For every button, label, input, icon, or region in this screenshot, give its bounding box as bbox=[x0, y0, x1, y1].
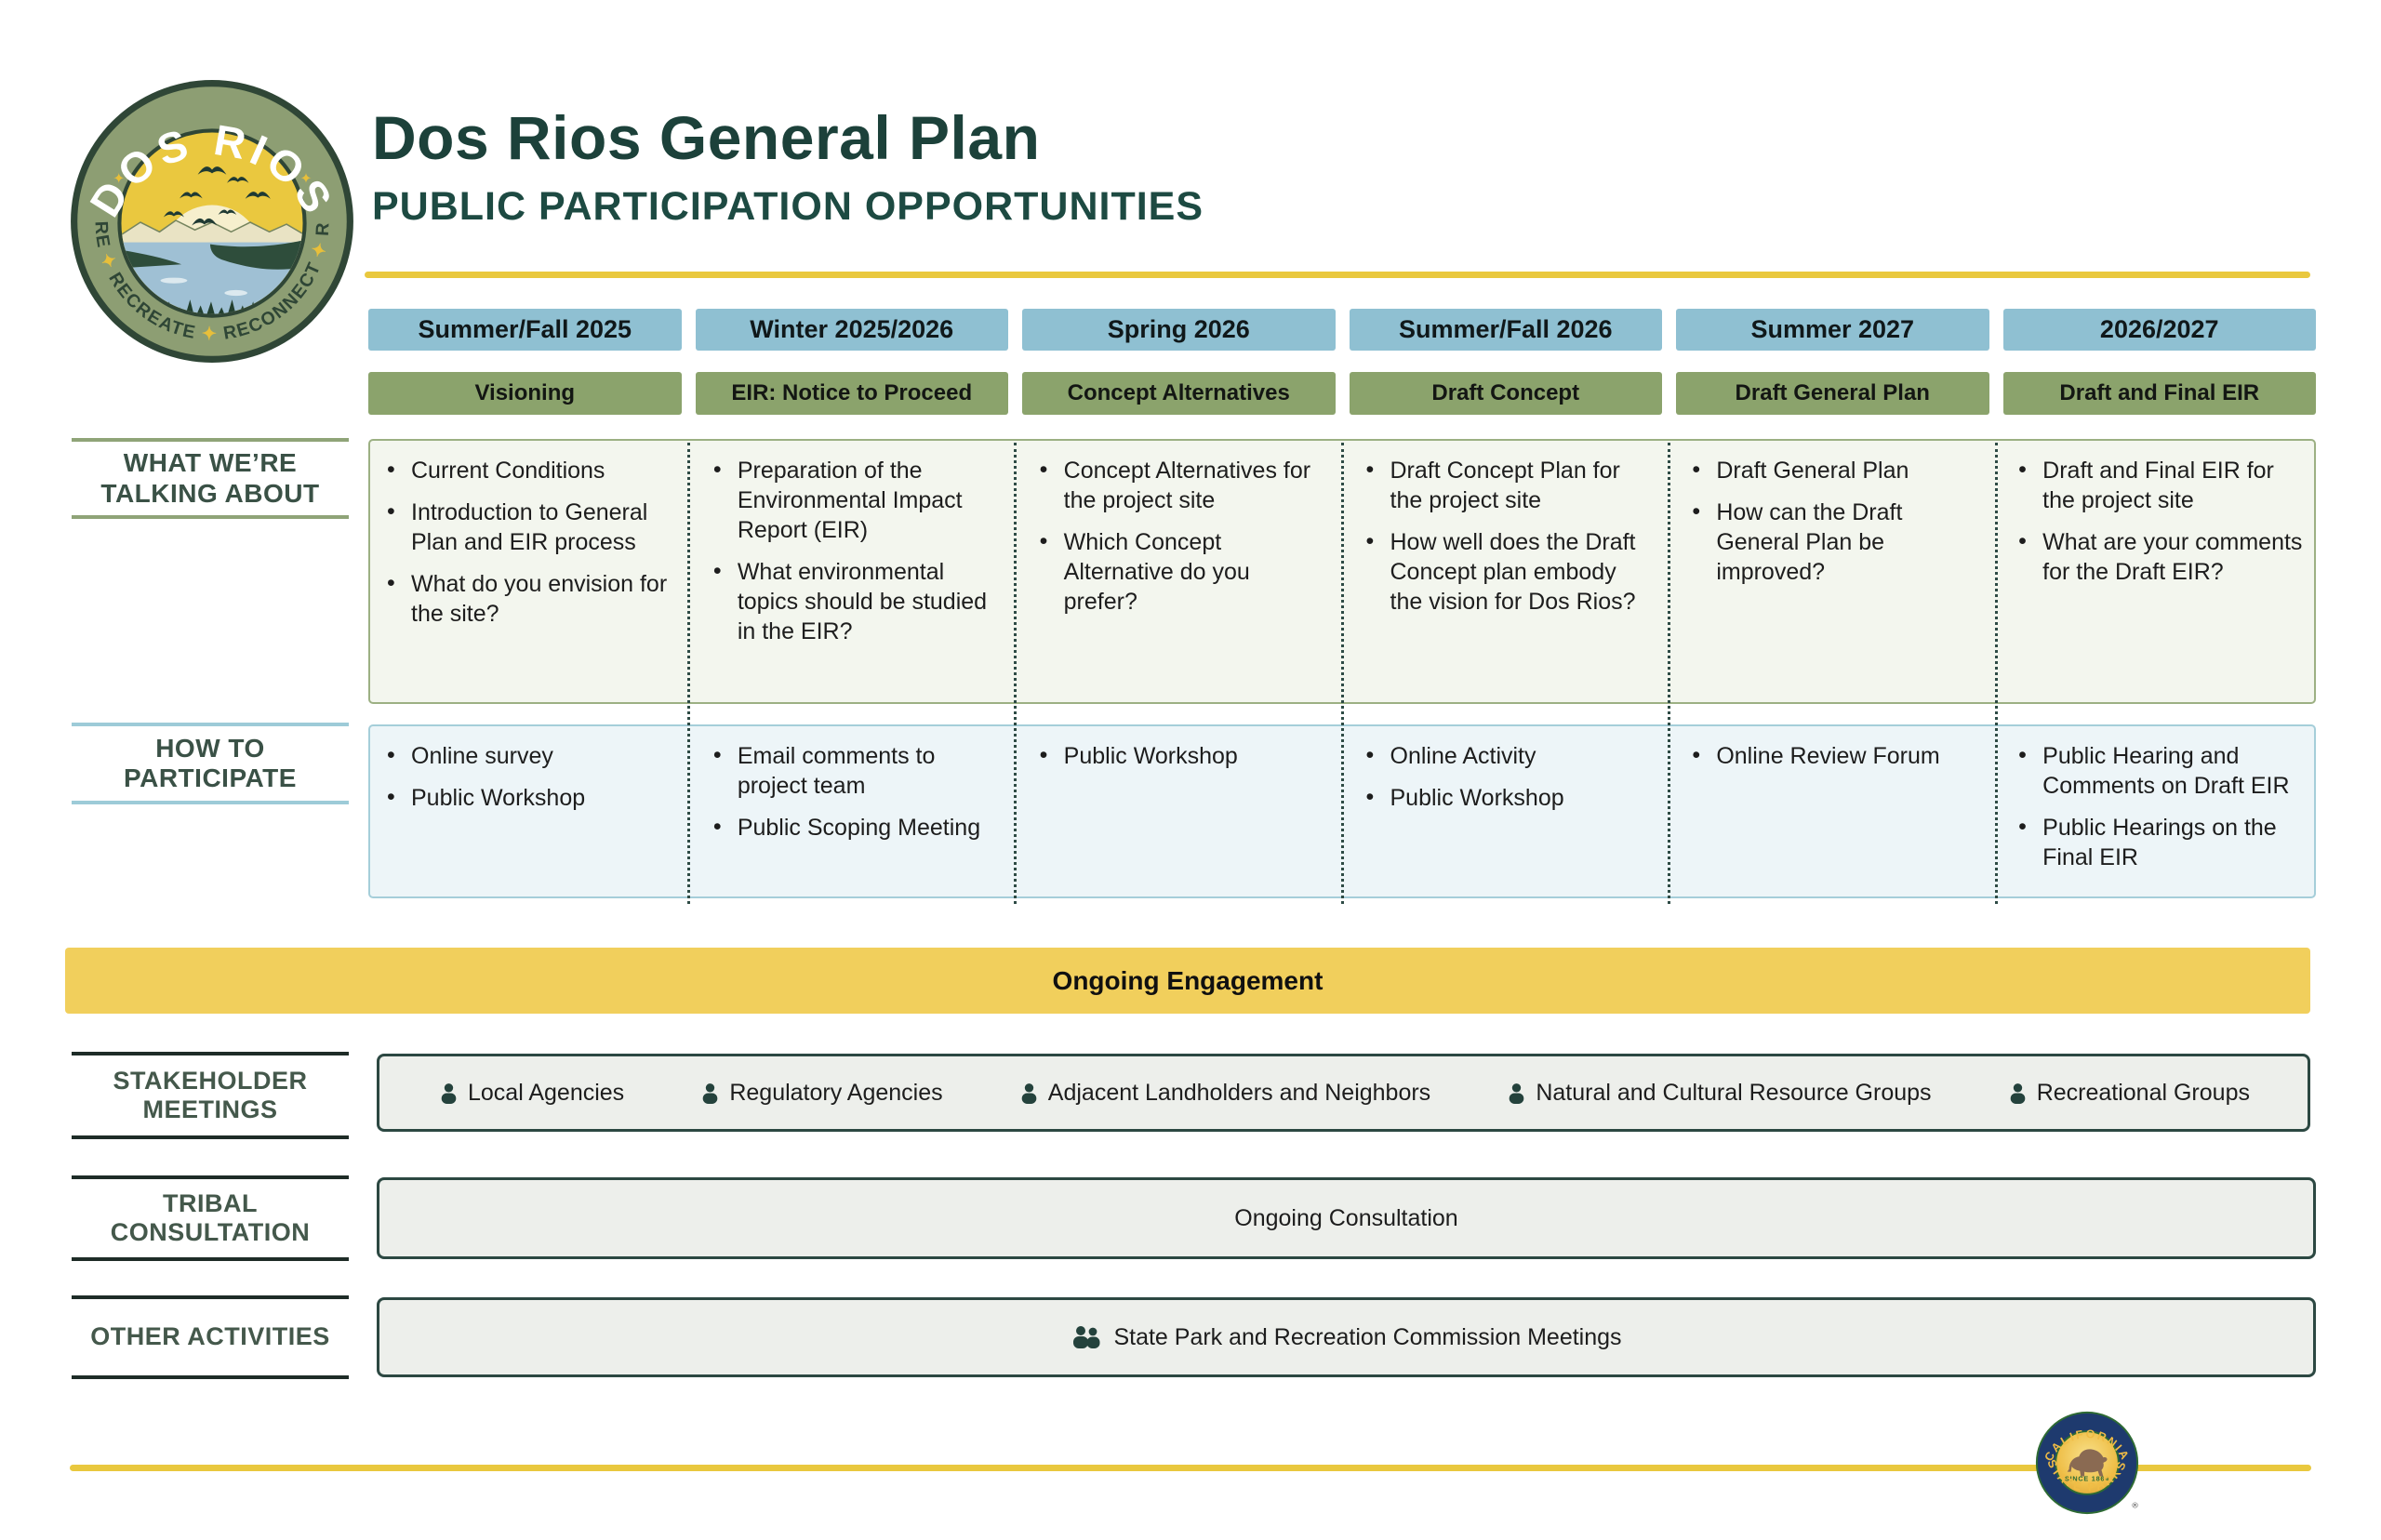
phase-header: Visioning bbox=[368, 372, 682, 415]
other-activities-row: State Park and Recreation Commission Mee… bbox=[377, 1297, 2316, 1377]
period-header: 2026/2027 bbox=[2002, 309, 2316, 351]
stakeholder-item: Local Agencies bbox=[437, 1080, 624, 1107]
person-icon bbox=[1510, 1082, 1524, 1104]
talking-list: Current Conditions Introduction to Gener… bbox=[370, 441, 683, 702]
dos-rios-logo: DOS RIOS RESTORE ✦ RECREATE ✦ RECONNECT … bbox=[69, 78, 353, 363]
top-divider bbox=[365, 272, 2310, 278]
stakeholder-item: Recreational Groups bbox=[2006, 1080, 2250, 1107]
phase-header-row: Visioning EIR: Notice to Proceed Concept… bbox=[368, 372, 2316, 415]
participate-list: Public Hearing and Comments on Draft EIR… bbox=[2002, 726, 2314, 896]
talking-about-box: Current Conditions Introduction to Gener… bbox=[368, 439, 2316, 704]
person-icon bbox=[703, 1082, 718, 1104]
registered-mark: ® bbox=[2132, 1500, 2138, 1509]
talking-list: Preparation of the Environmental Impact … bbox=[697, 441, 1009, 702]
period-header-row: Summer/Fall 2025 Winter 2025/2026 Spring… bbox=[368, 309, 2316, 351]
stakeholder-item: Regulatory Agencies bbox=[698, 1080, 943, 1107]
bear-icon bbox=[2067, 1449, 2108, 1477]
participate-box: Online survey Public Workshop Email comm… bbox=[368, 724, 2316, 898]
participate-list: Online Review Forum bbox=[1675, 726, 1988, 896]
person-icon bbox=[441, 1082, 457, 1104]
person-icon bbox=[1021, 1082, 1037, 1104]
participate-list: Online Activity Public Workshop bbox=[1350, 726, 1662, 896]
period-header: Summer/Fall 2025 bbox=[368, 309, 682, 351]
star-icon: ✦ bbox=[113, 171, 125, 187]
stakeholder-item: Natural and Cultural Resource Groups bbox=[1505, 1080, 1932, 1107]
period-header: Spring 2026 bbox=[1022, 309, 1336, 351]
participate-list: Email comments to project team Public Sc… bbox=[697, 726, 1009, 896]
talking-list: Draft Concept Plan for the project site … bbox=[1350, 441, 1662, 702]
row-label-talking-about: WHAT WE’RE TALKING ABOUT bbox=[72, 438, 349, 519]
talking-list: Draft General Plan How can the Draft Gen… bbox=[1675, 441, 1988, 702]
marsh-bank-icon bbox=[209, 240, 303, 270]
participate-list: Online survey Public Workshop bbox=[370, 726, 683, 896]
person-icon bbox=[2010, 1082, 2025, 1104]
star-icon: ✦ bbox=[194, 323, 225, 344]
stakeholder-item: Adjacent Landholders and Neighbors bbox=[1018, 1080, 1430, 1107]
row-label-stakeholder-meetings: STAKEHOLDER MEETINGS bbox=[72, 1052, 349, 1139]
birds-icon bbox=[163, 166, 271, 226]
phase-header: Draft General Plan bbox=[1676, 372, 1989, 415]
talking-list: Concept Alternatives for the project sit… bbox=[1023, 441, 1336, 702]
phase-header: EIR: Notice to Proceed bbox=[695, 372, 1008, 415]
row-label-how-to-participate: HOW TO PARTICIPATE bbox=[72, 723, 349, 804]
ongoing-engagement-banner: Ongoing Engagement bbox=[65, 948, 2310, 1014]
row-label-tribal-consultation: TRIBAL CONSULTATION bbox=[72, 1175, 349, 1261]
stakeholder-meetings-row: Local Agencies Regulatory Agencies Adjac… bbox=[377, 1054, 2310, 1132]
period-header: Winter 2025/2026 bbox=[695, 309, 1008, 351]
star-icon: ✦ bbox=[299, 171, 312, 187]
period-header: Summer/Fall 2026 bbox=[1349, 309, 1662, 351]
timeline: Summer/Fall 2025 Winter 2025/2026 Spring… bbox=[368, 309, 2316, 904]
tribal-consultation-row: Ongoing Consultation bbox=[377, 1177, 2316, 1259]
phase-header: Draft Concept bbox=[1349, 372, 1662, 415]
page-subtitle: PUBLIC PARTICIPATION OPPORTUNITIES bbox=[372, 184, 1204, 229]
title-block: Dos Rios General Plan PUBLIC PARTICIPATI… bbox=[372, 102, 1204, 230]
california-state-parks-logo: SINCE 1864 CALIFORNIA STATE PARKS ® bbox=[2035, 1411, 2138, 1515]
timeline-content: Current Conditions Introduction to Gener… bbox=[368, 439, 2316, 904]
talking-list: Draft and Final EIR for the project site… bbox=[2002, 441, 2314, 702]
phase-header: Draft and Final EIR bbox=[2002, 372, 2316, 415]
page-title: Dos Rios General Plan bbox=[372, 103, 1041, 172]
people-icon bbox=[1073, 1326, 1100, 1348]
mountains-icon bbox=[121, 219, 303, 249]
period-header: Summer 2027 bbox=[1676, 309, 1989, 351]
phase-header: Concept Alternatives bbox=[1022, 372, 1336, 415]
row-label-other-activities: OTHER ACTIVITIES bbox=[72, 1295, 349, 1379]
logo-caption: SINCE 1864 bbox=[2065, 1474, 2109, 1482]
participate-list: Public Workshop bbox=[1023, 726, 1336, 896]
bottom-divider bbox=[70, 1465, 2311, 1471]
